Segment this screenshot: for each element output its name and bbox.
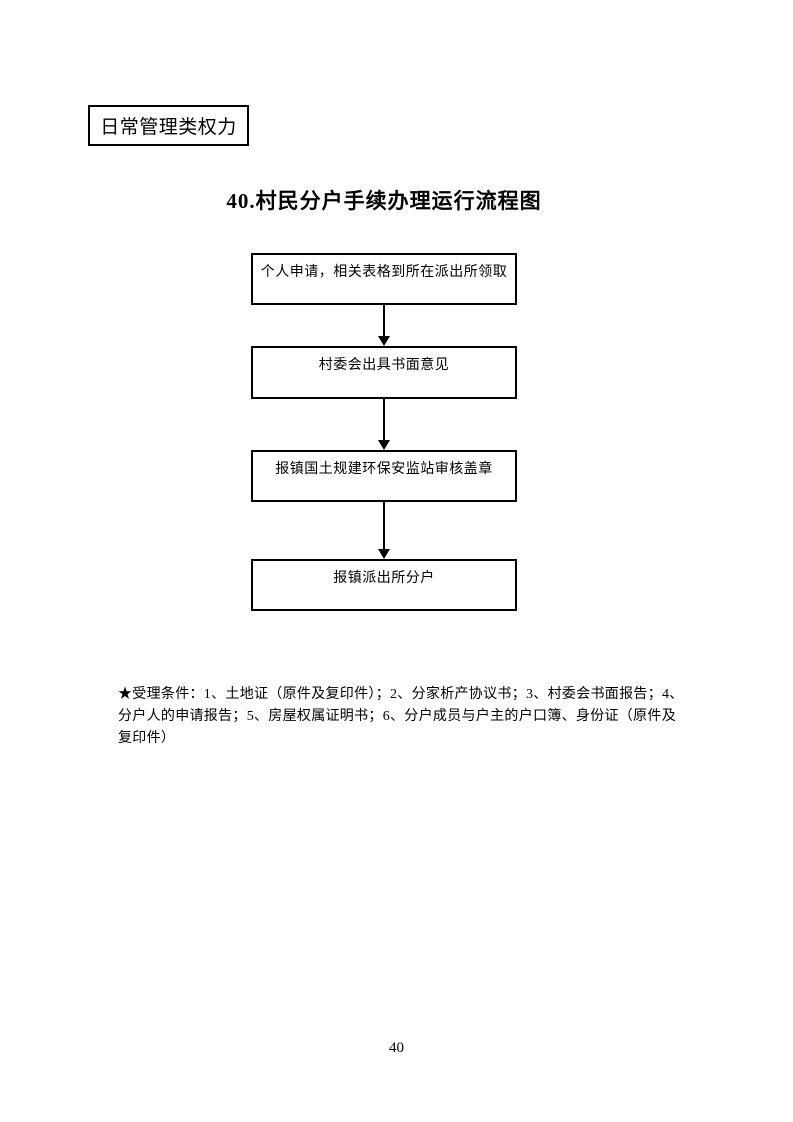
flowchart-step-1-label: 个人申请，相关表格到所在派出所领取 bbox=[260, 265, 508, 280]
flowchart-step-2: 村委会出具书面意见 bbox=[251, 346, 517, 399]
note-line-3: 复印件） bbox=[118, 731, 176, 746]
arrow-shaft bbox=[383, 502, 385, 551]
flow-arrow-down-1 bbox=[378, 305, 390, 346]
flowchart-step-4: 报镇派出所分户 bbox=[251, 559, 517, 611]
acceptance-conditions-note: ★受理条件：1、土地证（原件及复印件）；2、分家析产协议书；3、村委会书面报告；… bbox=[118, 684, 684, 750]
flowchart-step-1: 个人申请，相关表格到所在派出所领取 bbox=[251, 253, 517, 305]
flowchart-step-3-label: 报镇国土规建环保安监站审核盖章 bbox=[275, 462, 493, 477]
page-title: 40.村民分户手续办理运行流程图 bbox=[226, 189, 542, 213]
page-number: 40 bbox=[389, 1040, 404, 1056]
category-label-box: 日常管理类权力 bbox=[88, 105, 249, 146]
arrow-down-icon bbox=[378, 549, 390, 559]
arrow-down-icon bbox=[378, 336, 390, 346]
category-label: 日常管理类权力 bbox=[100, 117, 237, 138]
flowchart-step-4-label: 报镇派出所分户 bbox=[333, 571, 435, 586]
flowchart-step-2-label: 村委会出具书面意见 bbox=[318, 358, 450, 373]
note-line-1: ★受理条件：1、土地证（原件及复印件）；2、分家析产协议书；3、村委会书面报告；… bbox=[118, 687, 684, 702]
arrow-down-icon bbox=[378, 440, 390, 450]
note-line-2: 分户人的申请报告；5、房屋权属证明书；6、分户成员与户主的户口簿、身份证（原件及 bbox=[118, 709, 676, 724]
arrow-shaft bbox=[383, 399, 385, 442]
arrow-shaft bbox=[383, 305, 385, 338]
flowchart-step-3: 报镇国土规建环保安监站审核盖章 bbox=[251, 450, 517, 502]
flow-arrow-down-2 bbox=[378, 399, 390, 450]
flow-arrow-down-3 bbox=[378, 502, 390, 559]
